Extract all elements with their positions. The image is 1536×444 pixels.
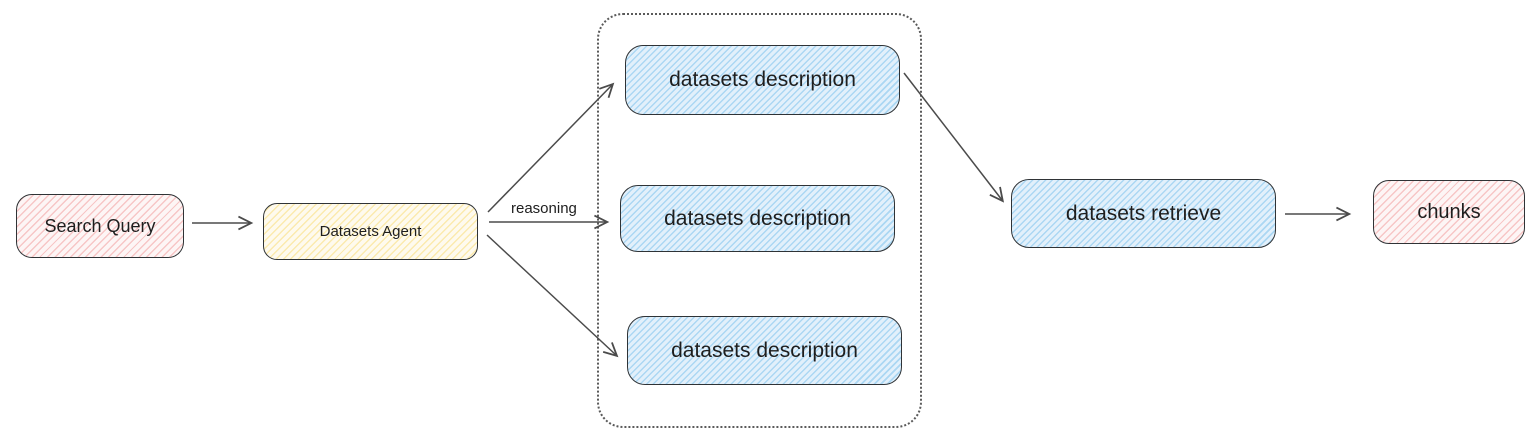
- edge-label-reasoning-text: reasoning: [511, 200, 577, 217]
- node-search-query-label: Search Query: [44, 215, 156, 236]
- node-datasets-description-3-label: datasets description: [671, 338, 858, 362]
- node-datasets-retrieve: datasets retrieve: [1011, 179, 1276, 248]
- node-datasets-agent-label: Datasets Agent: [319, 223, 422, 240]
- node-datasets-description-2: datasets description: [620, 185, 895, 252]
- node-datasets-description-1: datasets description: [625, 45, 900, 115]
- node-datasets-description-1-label: datasets description: [669, 68, 856, 91]
- node-datasets-description-2-label: datasets description: [664, 206, 851, 230]
- edge-label-reasoning: reasoning: [511, 200, 577, 217]
- edge-agent-to-description-1: [487, 82, 615, 213]
- node-datasets-agent: Datasets Agent: [263, 203, 478, 260]
- node-search-query: Search Query: [16, 194, 184, 258]
- node-datasets-description-3: datasets description: [627, 316, 902, 385]
- node-chunks-label: chunks: [1417, 200, 1481, 223]
- node-chunks: chunks: [1373, 180, 1525, 244]
- node-datasets-retrieve-label: datasets retrieve: [1065, 201, 1222, 225]
